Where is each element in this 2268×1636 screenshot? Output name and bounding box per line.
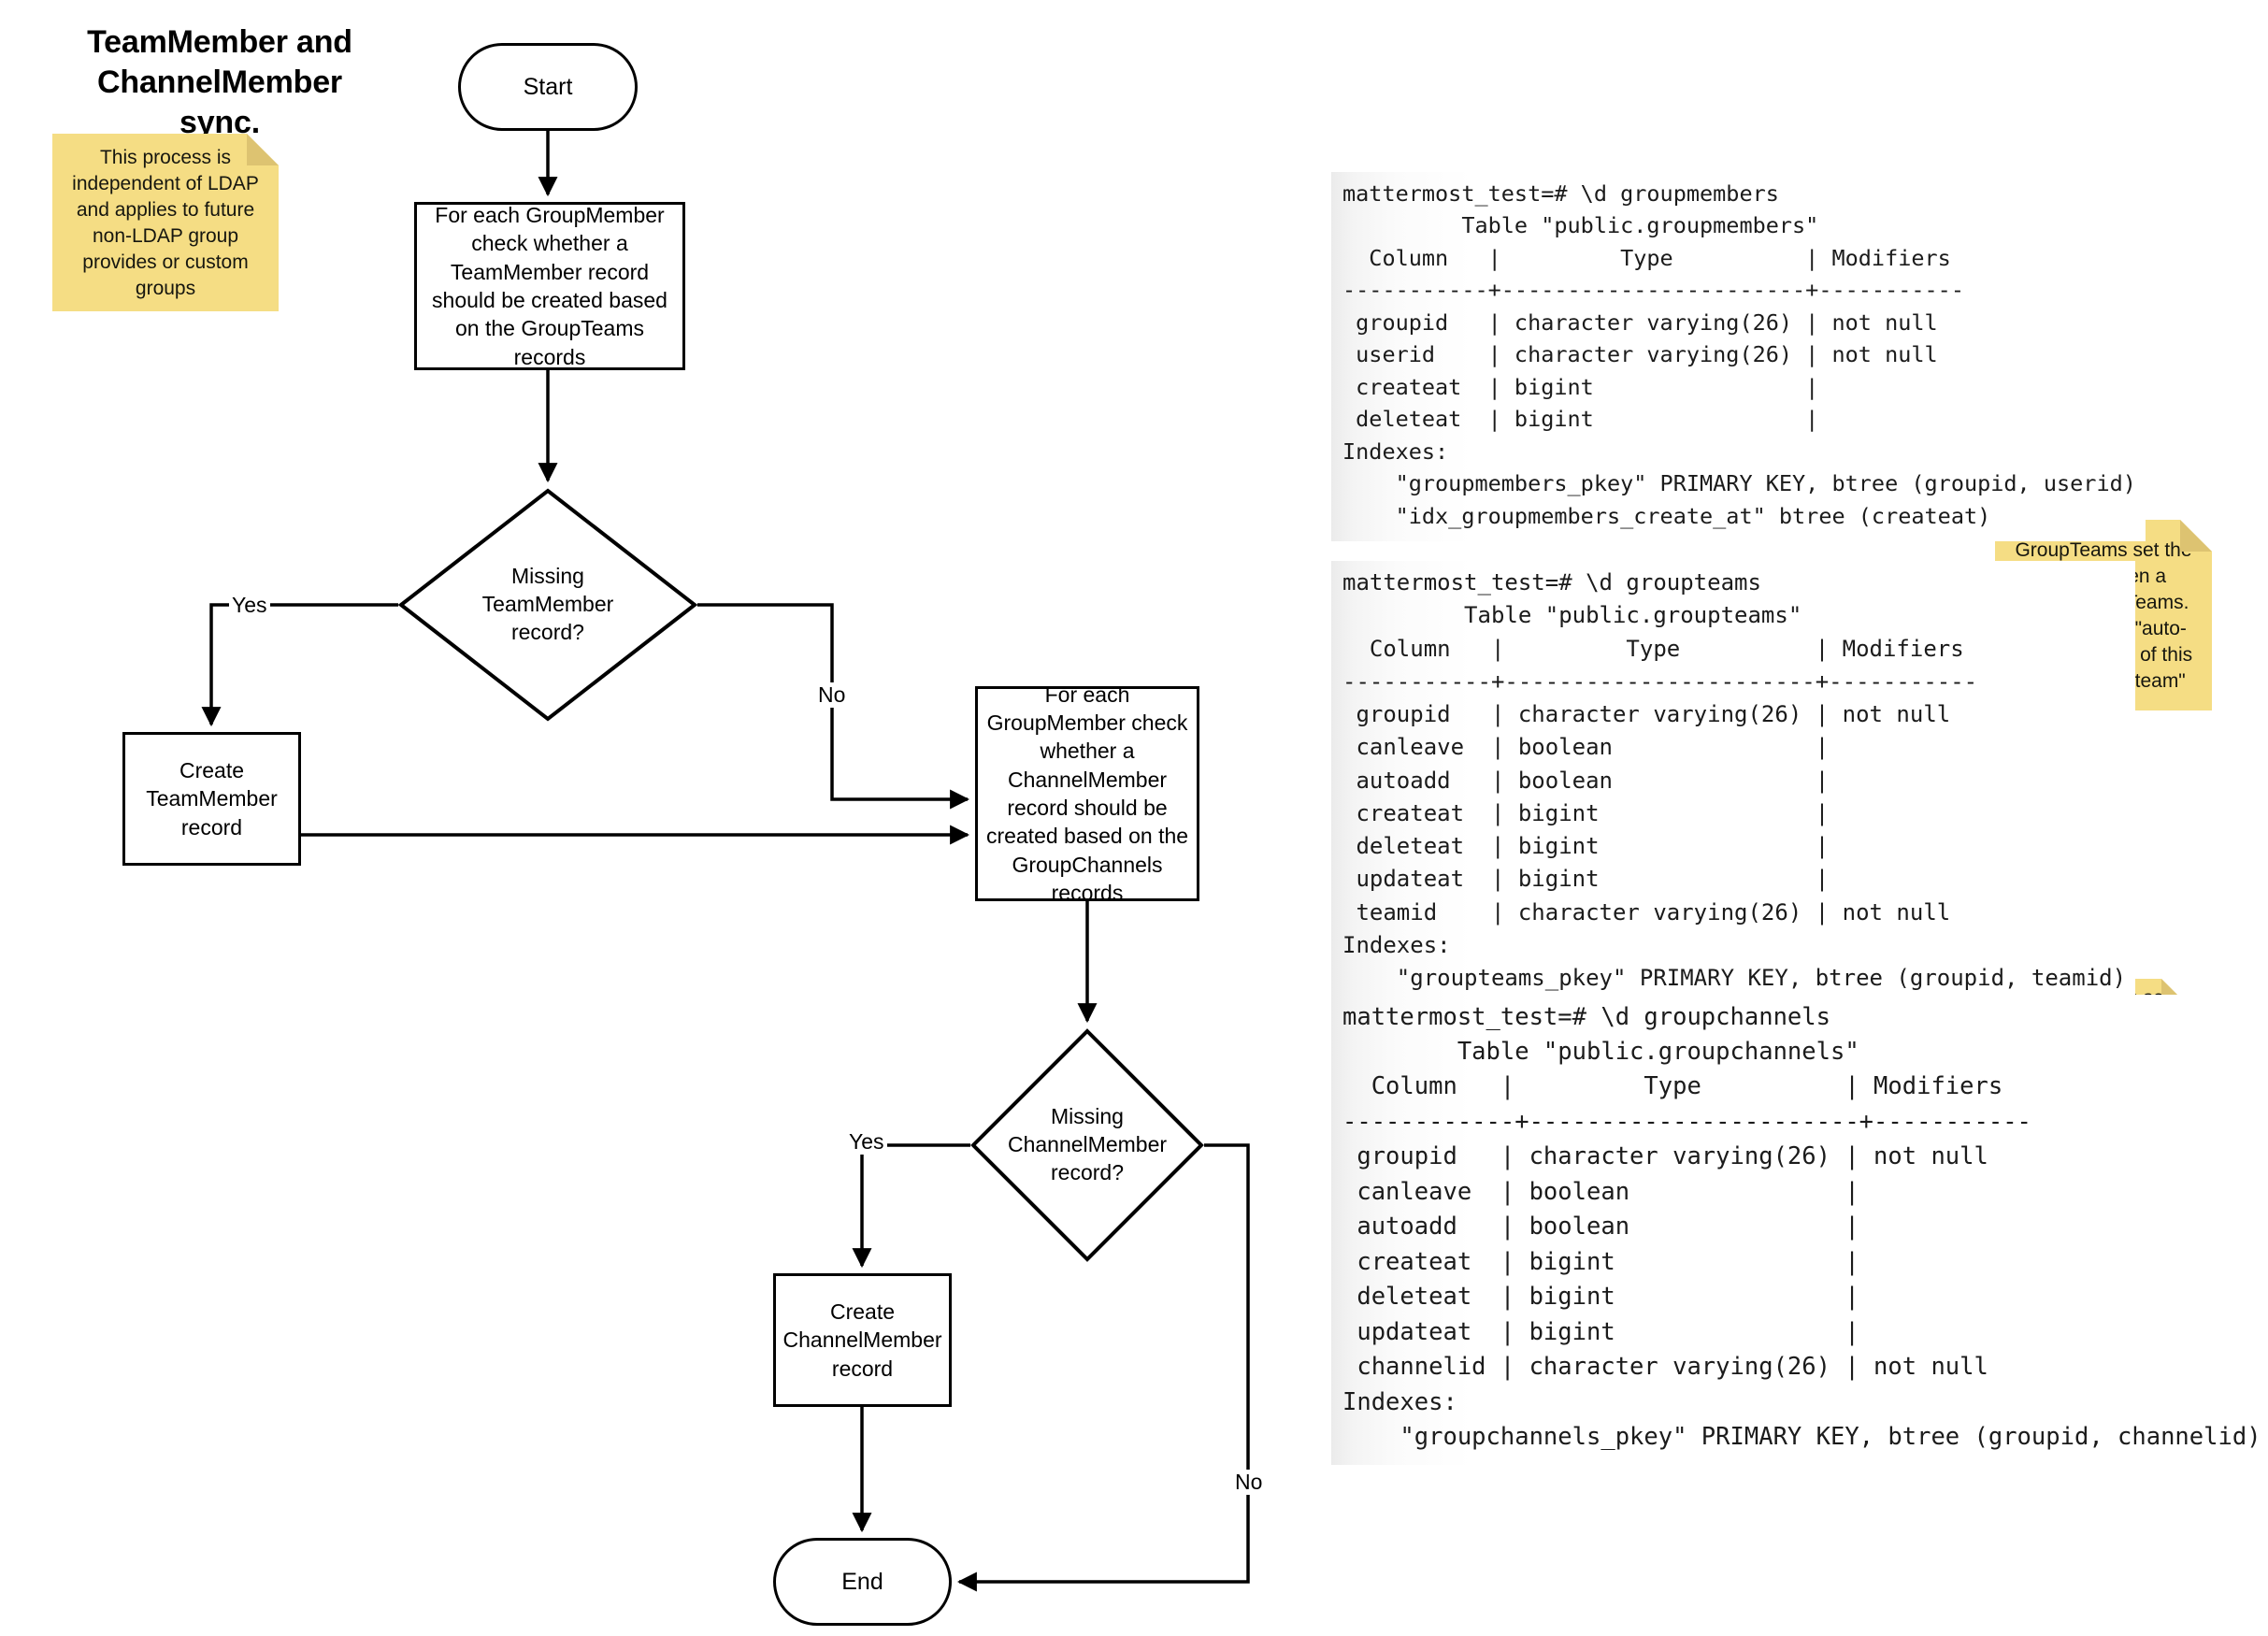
flow-node-end-label: End	[841, 1568, 883, 1595]
flow-node-create-teammember[interactable]: Create TeamMember record	[122, 732, 301, 866]
terminal-output-groupmembers: mattermost_test=# \d groupmembers Table …	[1331, 171, 2146, 542]
edge-label-yes-teammember: Yes	[229, 593, 270, 618]
flow-node-decision-channelmember-label: Missing ChannelMember record?	[1007, 1104, 1168, 1184]
edge-label-yes-channelmember: Yes	[846, 1129, 887, 1155]
flow-node-create-channelmember[interactable]: Create ChannelMember record	[773, 1273, 952, 1407]
flow-node-process-channelmember-label: For each GroupMember check whether a Cha…	[985, 682, 1189, 906]
flow-node-start-label: Start	[523, 73, 573, 100]
sticky-note-ldap[interactable]: This process is independent of LDAP and …	[52, 134, 279, 311]
flow-node-decision-teammember-label: Missing TeamMember record?	[481, 564, 614, 644]
flow-node-process-channelmember[interactable]: For each GroupMember check whether a Cha…	[975, 682, 1199, 905]
flow-node-end[interactable]: End	[773, 1538, 952, 1626]
edge-label-no-teammember: No	[815, 682, 849, 708]
edge-label-no-channelmember: No	[1232, 1470, 1266, 1495]
flow-node-create-channelmember-label: Create ChannelMember record	[782, 1299, 942, 1381]
terminal-output-groupteams: mattermost_test=# \d groupteams Table "p…	[1331, 561, 2136, 1005]
flow-node-process-teammember-label: For each GroupMember check whether a Tea…	[432, 202, 667, 369]
diamond-shape-icon	[970, 1028, 1204, 1262]
flow-node-create-teammember-label: Create TeamMember record	[146, 757, 278, 840]
flow-node-start[interactable]: Start	[458, 43, 638, 131]
diamond-shape-icon	[398, 488, 697, 722]
flow-node-decision-channelmember[interactable]: Missing ChannelMember record?	[970, 1028, 1204, 1262]
flow-node-decision-teammember[interactable]: Missing TeamMember record?	[398, 488, 697, 722]
terminal-output-groupchannels: mattermost_test=# \d groupchannels Table…	[1331, 994, 2268, 1465]
sticky-note-ldap-text: This process is independent of LDAP and …	[72, 147, 259, 299]
flow-node-process-teammember[interactable]: For each GroupMember check whether a Tea…	[414, 202, 685, 370]
